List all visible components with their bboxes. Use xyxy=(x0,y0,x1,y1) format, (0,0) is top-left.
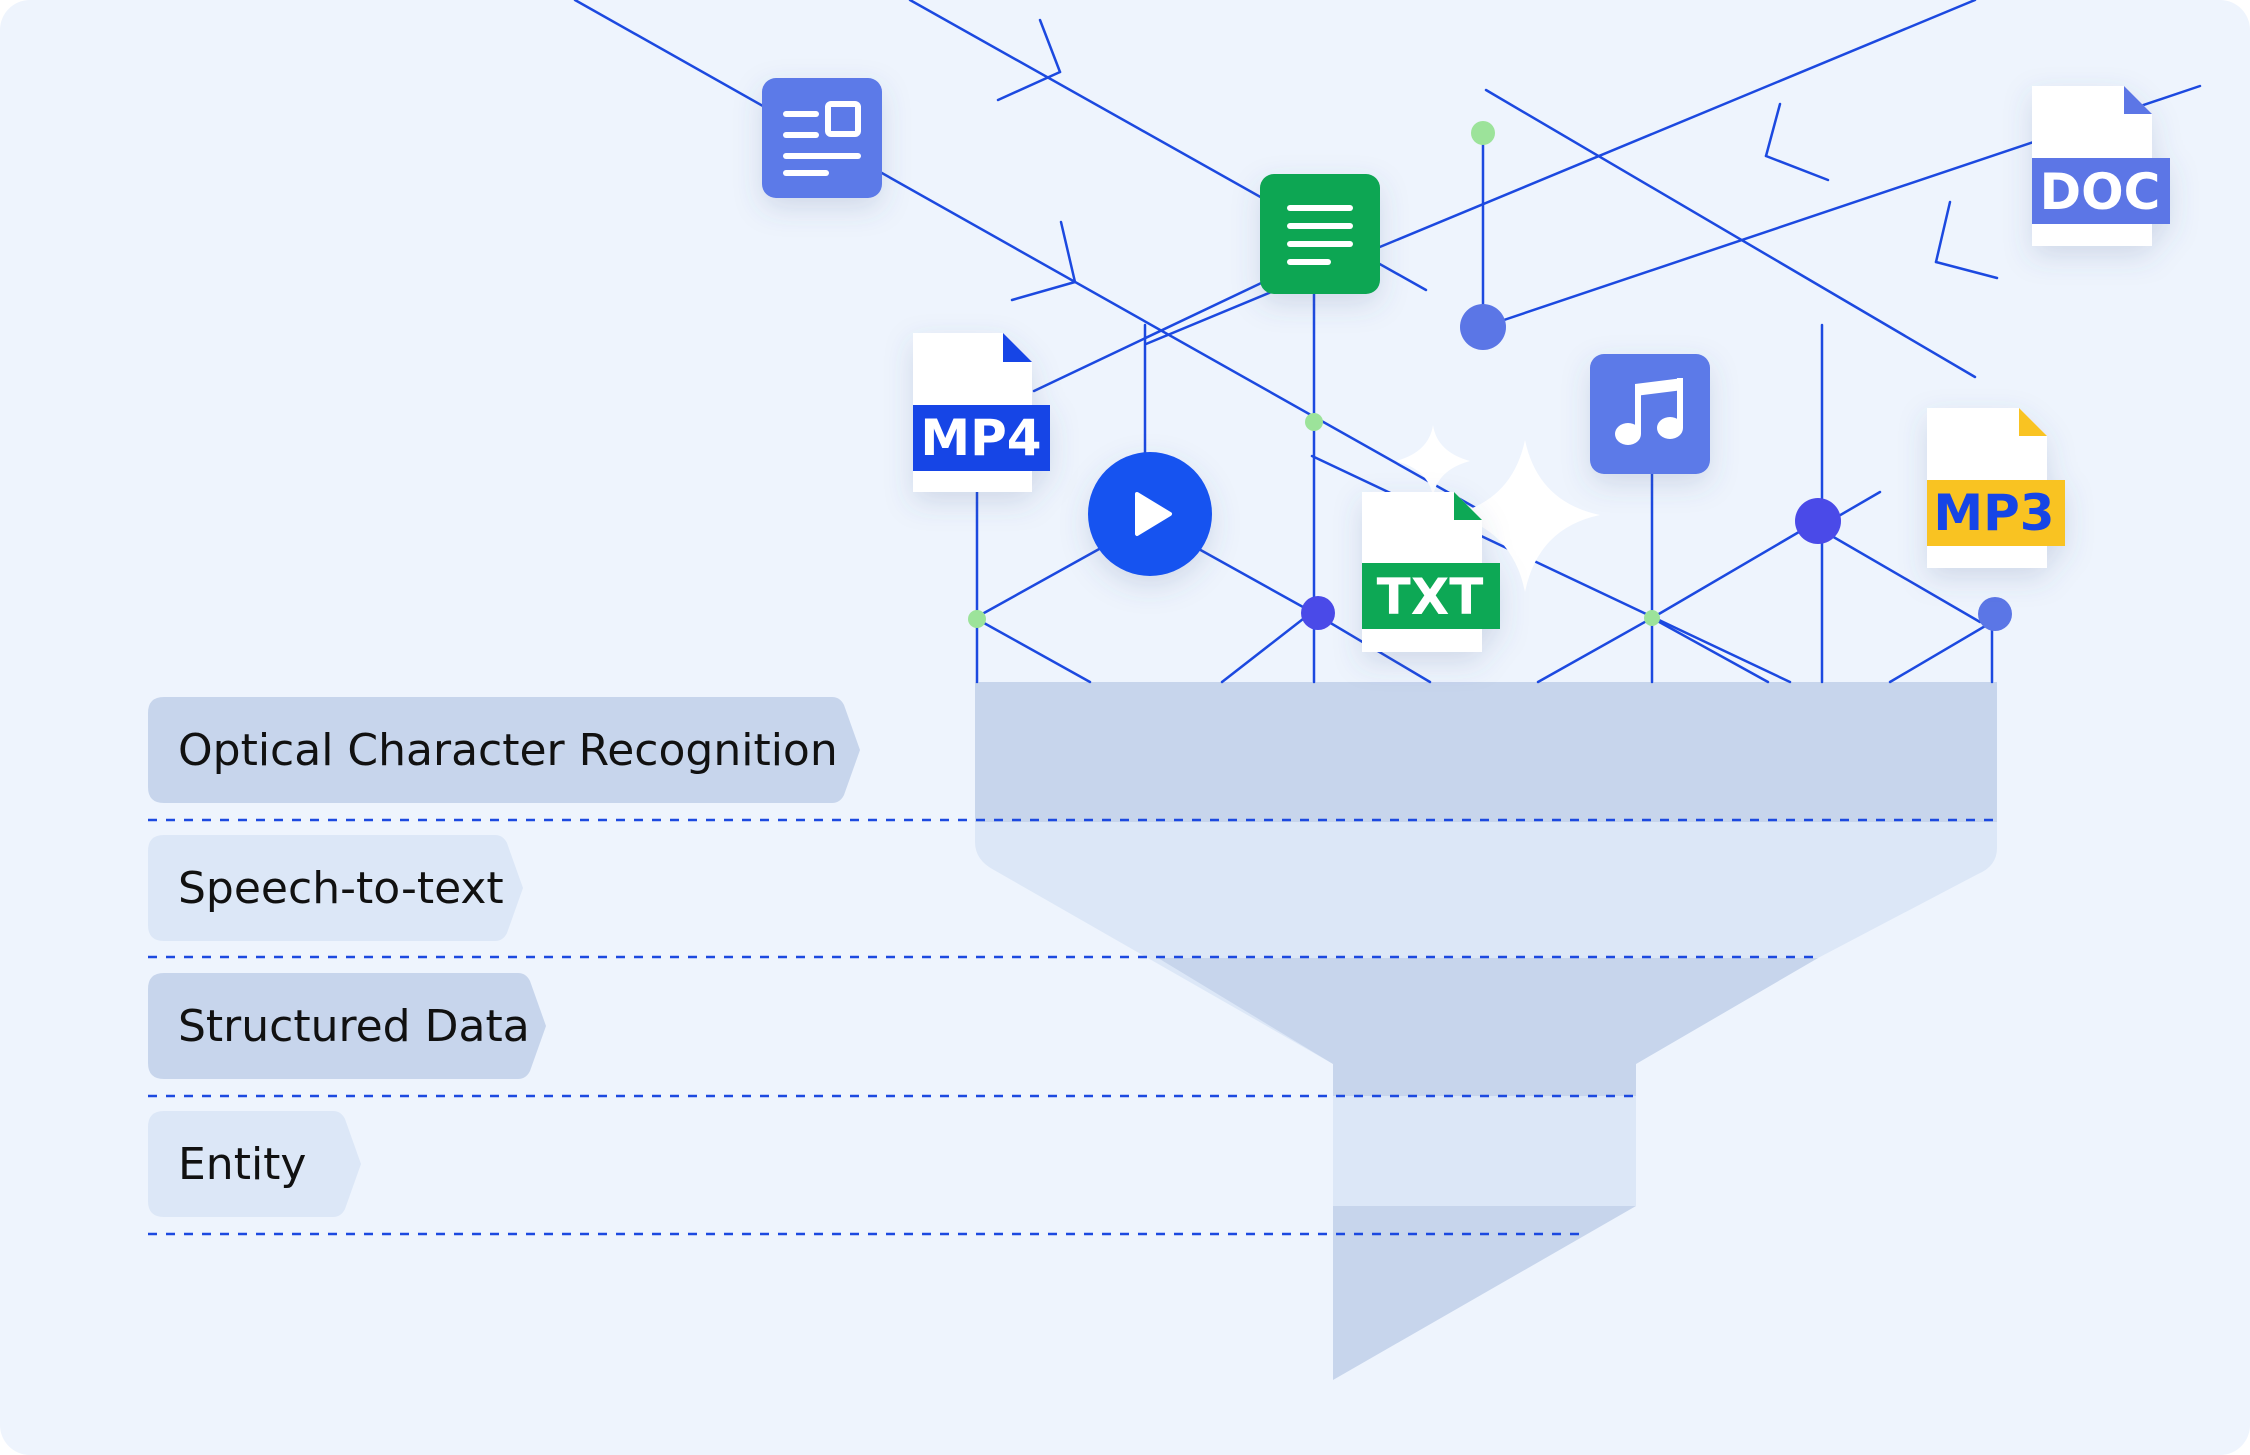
network-line xyxy=(1888,620,1994,684)
stage-label: Entity xyxy=(178,1139,306,1190)
network-line xyxy=(1764,102,1782,158)
text-document-icon xyxy=(1260,174,1380,294)
network-line xyxy=(1010,280,1077,302)
network-line xyxy=(1059,220,1077,284)
stage-pill-shape xyxy=(148,835,523,941)
stage-pill: Speech-to-text xyxy=(148,835,523,941)
mp3-label: MP3 xyxy=(1933,484,2054,542)
network-node xyxy=(1301,596,1335,630)
stage-separators xyxy=(148,818,1997,1236)
doc-file-badge: DOC xyxy=(2032,86,2170,246)
funnel-upper-band xyxy=(975,682,1997,822)
funnel-spout-light xyxy=(1333,1096,1636,1206)
network-line xyxy=(1038,18,1062,74)
network-node xyxy=(1644,610,1660,626)
stage-pill: Optical Character Recognition xyxy=(148,697,860,803)
network-line xyxy=(1934,260,1999,280)
sparkle-icon xyxy=(1396,425,1600,592)
network-node xyxy=(1471,121,1495,145)
network-node xyxy=(1978,597,2012,631)
network-line xyxy=(1484,88,1977,379)
stage-pill-shape xyxy=(148,973,546,1079)
network-node xyxy=(1795,498,1841,544)
funnel-cone-mid xyxy=(1158,958,1818,1096)
txt-label: TXT xyxy=(1377,568,1484,626)
network-line xyxy=(1220,610,1314,684)
funnel xyxy=(975,682,1997,1380)
play-icon xyxy=(1088,452,1212,576)
stage-label: Structured Data xyxy=(178,1001,530,1052)
network-line xyxy=(1816,526,1982,624)
txt-file-badge: TXT xyxy=(1362,492,1500,652)
doc-label: DOC xyxy=(2040,163,2161,221)
network-line xyxy=(996,70,1062,102)
network-node xyxy=(968,610,986,628)
network-line xyxy=(1764,154,1830,182)
network-line xyxy=(1934,200,1952,264)
stage-pill: Structured Data xyxy=(148,973,546,1079)
music-note-icon xyxy=(1590,354,1710,474)
stage-list: Optical Character RecognitionSpeech-to-t… xyxy=(148,697,860,1217)
network-node xyxy=(1460,304,1506,350)
mp4-label: MP4 xyxy=(920,409,1041,467)
mp4-file-badge: MP4 xyxy=(913,333,1050,492)
network-line xyxy=(1650,520,1818,620)
stage-label: Optical Character Recognition xyxy=(178,725,838,776)
network-line xyxy=(1536,616,1654,684)
mp3-file-badge: MP3 xyxy=(1927,408,2065,568)
network-line xyxy=(973,616,1092,684)
network-node xyxy=(1305,413,1323,431)
stage-label: Speech-to-text xyxy=(178,863,504,914)
stage-pill-shape xyxy=(148,1111,361,1217)
network-line xyxy=(573,0,1485,514)
news-document-icon xyxy=(762,78,882,198)
stage-pill-shape xyxy=(148,697,860,803)
network-line xyxy=(1650,616,1770,684)
stage-pill: Entity xyxy=(148,1111,361,1217)
network-nodes xyxy=(968,121,2012,631)
